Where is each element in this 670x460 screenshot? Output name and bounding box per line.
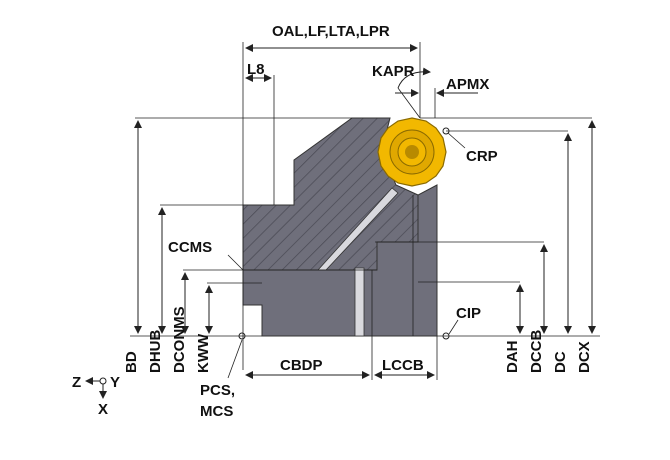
label-axis-x: X [98,401,108,418]
label-dccb: DCCB [528,330,545,373]
label-dhub: DHUB [147,330,164,373]
insert [377,117,447,187]
bore-slot [354,267,365,337]
tool-body-solid [242,184,438,337]
label-ccms: CCMS [168,239,212,256]
label-pcs: PCS, [200,382,235,399]
label-lccb: LCCB [382,357,424,374]
label-kww: KWW [195,333,212,373]
label-cip: CIP [456,305,481,322]
cip-point [442,332,450,340]
label-oal: OAL,LF,LTA,LPR [272,23,390,40]
pcs-point [238,332,246,340]
label-dc: DC [552,351,569,373]
label-crp: CRP [466,148,498,165]
label-kapr: KAPR [372,63,415,80]
label-apmx: APMX [446,76,489,93]
label-mcs: MCS [200,403,233,420]
label-dah: DAH [504,341,521,374]
label-l8: L8 [247,61,265,78]
label-cbdp: CBDP [280,357,323,374]
axis-indicator [85,377,107,399]
label-axis-z: Z [72,374,81,391]
label-axis-y: Y [110,374,120,391]
label-dcx: DCX [576,341,593,373]
label-dconms: DCONMS [171,306,188,373]
label-bd: BD [123,351,140,373]
